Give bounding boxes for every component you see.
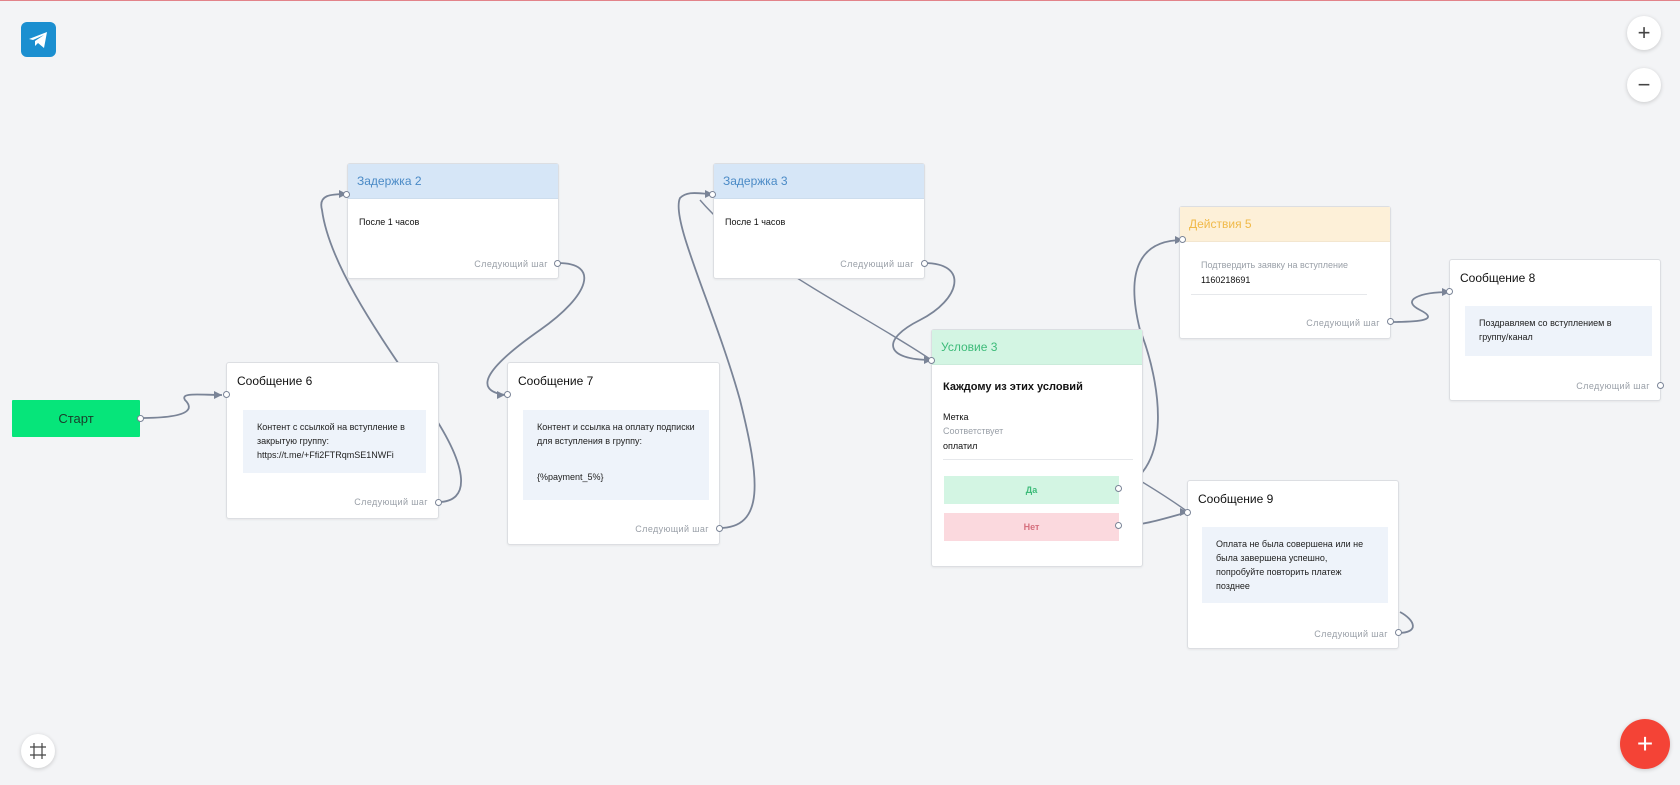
delay-3-node[interactable]: Задержка 3 После 1 часов Следующий шаг [713, 163, 925, 279]
delay-3-input-port[interactable] [709, 191, 716, 198]
message-7-input-port[interactable] [504, 391, 511, 398]
delay-2-node[interactable]: Задержка 2 После 1 часов Следующий шаг [347, 163, 559, 279]
message-6-title: Сообщение 6 [237, 374, 313, 388]
condition-3-input-port[interactable] [928, 357, 935, 364]
start-node[interactable]: Старт [12, 400, 140, 437]
message-7-node[interactable]: Сообщение 7 Контент и ссылка на оплату п… [507, 362, 720, 545]
message-8-input-port[interactable] [1446, 288, 1453, 295]
message-7-output-port[interactable] [716, 525, 723, 532]
condition-3-node[interactable]: Условие 3 Каждому из этих условий Метка … [931, 329, 1143, 567]
actions-5-output-port[interactable] [1387, 318, 1394, 325]
message-9-input-port[interactable] [1184, 509, 1191, 516]
start-output-port[interactable] [137, 415, 144, 422]
message-6-content: Контент с ссылкой на вступление в закрыт… [243, 410, 426, 473]
message-8-content: Поздравляем со вступлением в группу/кана… [1465, 306, 1652, 356]
message-7-text: Контент и ссылка на оплату подписки для … [537, 422, 695, 446]
actions-5-action: Подтвердить заявку на вступление [1201, 260, 1349, 270]
wire-start-msg6 [139, 393, 223, 419]
message-9-title: Сообщение 9 [1198, 492, 1274, 506]
condition-3-heading: Каждому из этих условий [943, 381, 1083, 393]
message-8-node[interactable]: Сообщение 8 Поздравляем со вступлением в… [1449, 259, 1661, 401]
message-8-title: Сообщение 8 [1460, 271, 1536, 285]
message-7-next-step: Следующий шаг [635, 524, 709, 534]
message-6-next-step: Следующий шаг [354, 497, 428, 507]
condition-yes-button[interactable]: Да [944, 476, 1119, 504]
message-9-node[interactable]: Сообщение 9 Оплата не была совершена или… [1187, 480, 1399, 649]
delay-3-text: После 1 часов [725, 217, 786, 227]
message-9-next-step: Следующий шаг [1314, 629, 1388, 639]
wire-act5-msg8 [1389, 291, 1451, 323]
actions-5-node[interactable]: Действия 5 Подтвердить заявку на вступле… [1179, 206, 1391, 339]
delay-2-input-port[interactable] [343, 191, 350, 198]
actions-5-id: 1160218691 [1201, 275, 1251, 285]
delay-3-next-step: Следующий шаг [840, 259, 914, 269]
condition-3-field: Метка [943, 412, 969, 422]
message-7-title: Сообщение 7 [518, 374, 594, 388]
condition-3-divider [943, 459, 1133, 460]
message-6-output-port[interactable] [435, 499, 442, 506]
actions-5-input-port[interactable] [1179, 236, 1186, 243]
condition-yes-port[interactable] [1115, 485, 1122, 492]
fit-screen-button[interactable] [21, 734, 55, 768]
actions-5-title: Действия 5 [1180, 207, 1390, 242]
add-step-button[interactable]: + [1620, 719, 1670, 769]
delay-2-next-step: Следующий шаг [474, 259, 548, 269]
zoom-in-button[interactable]: + [1627, 16, 1661, 50]
zoom-out-button[interactable]: − [1627, 68, 1661, 102]
telegram-logo[interactable] [21, 22, 56, 57]
fit-screen-icon [30, 743, 46, 759]
message-6-node[interactable]: Сообщение 6 Контент с ссылкой на вступле… [226, 362, 439, 519]
delay-3-title: Задержка 3 [714, 164, 924, 199]
condition-no-button[interactable]: Нет [944, 513, 1119, 541]
delay-2-output-port[interactable] [554, 260, 561, 267]
actions-5-divider [1191, 294, 1367, 295]
message-6-input-port[interactable] [223, 391, 230, 398]
actions-5-next-step: Следующий шаг [1306, 318, 1380, 328]
message-8-output-port[interactable] [1657, 382, 1664, 389]
message-8-next-step: Следующий шаг [1576, 381, 1650, 391]
condition-3-value: оплатил [943, 441, 978, 451]
message-9-output-port[interactable] [1395, 629, 1402, 636]
top-border [0, 0, 1680, 1]
condition-3-operator: Соответствует [943, 426, 1004, 436]
message-9-content: Оплата не была совершена или не была зав… [1202, 527, 1388, 603]
delay-2-title: Задержка 2 [348, 164, 558, 199]
condition-3-title: Условие 3 [932, 330, 1142, 365]
message-7-content: Контент и ссылка на оплату подписки для … [523, 410, 709, 500]
delay-2-text: После 1 часов [359, 217, 420, 227]
delay-3-output-port[interactable] [921, 260, 928, 267]
telegram-icon [29, 32, 47, 48]
message-7-variable: {%payment_5%} [537, 472, 604, 482]
condition-no-port[interactable] [1115, 522, 1122, 529]
